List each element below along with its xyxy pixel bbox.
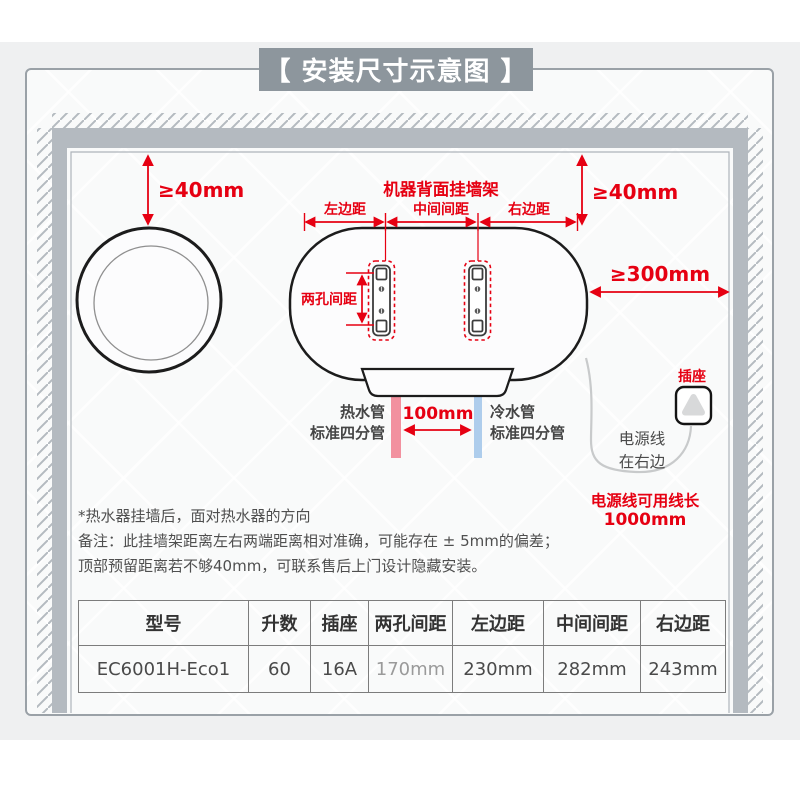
hot-pipe-label-line1: 热水管 (340, 403, 385, 421)
note-line: *热水器挂墙后，面对热水器的方向 (78, 507, 311, 525)
power-socket: 插座 (674, 368, 713, 426)
heater-end-view (75, 226, 223, 374)
spec-table-data-row: EC6001H-Eco1 60 16A 170mm 230mm 282mm 24… (78, 645, 726, 693)
page-title: 【 安装尺寸示意图 】 (259, 48, 533, 91)
spec-table-header-row: 型号 升数 插座 两孔间距 左边距 中间间距 右边距 (78, 600, 726, 646)
cord-note-line1: 电源线 (619, 430, 666, 448)
pipe-gap-label: 100mm (403, 404, 474, 424)
clearance-right: ≥300mm (589, 262, 730, 298)
cell-model: EC6001H-Eco1 (78, 645, 249, 693)
wall-right (733, 148, 748, 713)
hot-pipe-label-line2: 标准四分管 (309, 424, 385, 442)
clearance-top-right: ≥40mm (576, 154, 678, 226)
cold-water-pipe (474, 392, 482, 458)
socket-plug-icon (682, 394, 705, 416)
clearance-top-left: ≥40mm (142, 154, 244, 226)
cord-note-line2: 在右边 (619, 453, 666, 471)
power-cord (584, 357, 693, 474)
bracket-right-dashed-outline (463, 260, 492, 341)
bracket-left-dashed-outline (367, 260, 396, 341)
wall-top (52, 128, 748, 148)
mounting-bracket-right (463, 260, 492, 341)
cell-hole-spacing: 170mm (368, 645, 453, 693)
cord-length-line2: 1000mm (604, 510, 687, 530)
cold-pipe-label-line2: 标准四分管 (489, 424, 565, 442)
wall-inner-line (70, 151, 730, 713)
cell-liters: 60 (248, 645, 311, 693)
hole-spacing-dimension: 两孔间距 (301, 272, 374, 326)
wall-hatch-left (37, 128, 52, 713)
cord-annotations: 电源线 在右边 电源线可用线长 1000mm (591, 430, 700, 530)
left-margin-label: 左边距 (323, 201, 366, 218)
hot-water-pipe (391, 392, 401, 458)
header-right-margin: 右边距 (640, 600, 726, 646)
wall-hatch-top (52, 113, 748, 128)
heater-end-inner-circle (93, 245, 209, 361)
wall-left (52, 148, 67, 713)
heater-end-outer-circle (75, 226, 223, 374)
pipe-labels: 热水管 标准四分管 100mm 冷水管 标准四分管 (309, 403, 565, 442)
header-liters: 升数 (248, 600, 311, 646)
header-socket: 插座 (310, 600, 369, 646)
cell-middle-spacing: 282mm (543, 645, 641, 693)
cell-left-margin: 230mm (452, 645, 544, 693)
clearance-right-label: ≥300mm (610, 262, 710, 286)
socket-label: 插座 (678, 368, 706, 385)
spec-table: 型号 升数 插座 两孔间距 左边距 中间间距 右边距 EC6001H-Eco1 … (78, 600, 726, 693)
note-line: 顶部预留距离若不够40mm，可联系售后上门设计隐藏安装。 (78, 557, 487, 575)
mounting-bracket-left (367, 260, 396, 341)
middle-spacing-label: 中间间距 (413, 201, 469, 218)
header-model: 型号 (78, 600, 249, 646)
cell-right-margin: 243mm (640, 645, 726, 693)
header-left-margin: 左边距 (452, 600, 544, 646)
notes-block: *热水器挂墙后，面对热水器的方向 备注：此挂墙架距离左右两端距离相对准确，可能存… (78, 504, 638, 579)
right-margin-label: 右边距 (507, 201, 550, 218)
heater-control-panel (360, 367, 515, 398)
cord-length-line1: 电源线可用线长 (591, 491, 700, 510)
clearance-top-right-label: ≥40mm (592, 180, 678, 204)
cell-socket: 16A (310, 645, 369, 693)
bracket-dimension-labels: 机器背面挂墙架 左边距 中间间距 右边距 (323, 179, 550, 218)
header-middle-spacing: 中间间距 (543, 600, 641, 646)
wall-hatch-right (748, 128, 763, 713)
bracket-dimension-arrows (303, 213, 579, 261)
clearance-top-left-label: ≥40mm (158, 178, 244, 202)
bracket-title: 机器背面挂墙架 (383, 179, 499, 199)
hole-spacing-label: 两孔间距 (301, 291, 357, 308)
note-line: 备注：此挂墙架距离左右两端距离相对准确，可能存在 ± 5mm的偏差； (78, 532, 559, 550)
cold-pipe-label-line1: 冷水管 (490, 403, 535, 421)
header-hole-spacing: 两孔间距 (368, 600, 453, 646)
room-walls (37, 113, 763, 713)
